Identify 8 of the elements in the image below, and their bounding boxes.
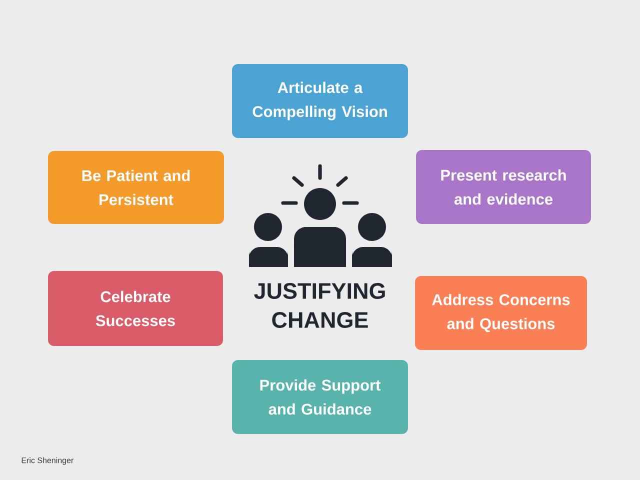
step-box: Provide Support and Guidance bbox=[232, 360, 408, 434]
title: JUSTIFYING CHANGE bbox=[254, 283, 385, 328]
step-box: Address Concerns and Questions bbox=[415, 276, 587, 350]
step-box: Present research and evidence bbox=[416, 150, 591, 224]
step-box: Celebrate Successes bbox=[48, 271, 223, 346]
step-box: Be Patient and Persistent bbox=[48, 151, 224, 224]
step-box: Articulate a Compelling Vision bbox=[232, 64, 408, 138]
author-credit: Eric Sheninger bbox=[22, 457, 74, 465]
